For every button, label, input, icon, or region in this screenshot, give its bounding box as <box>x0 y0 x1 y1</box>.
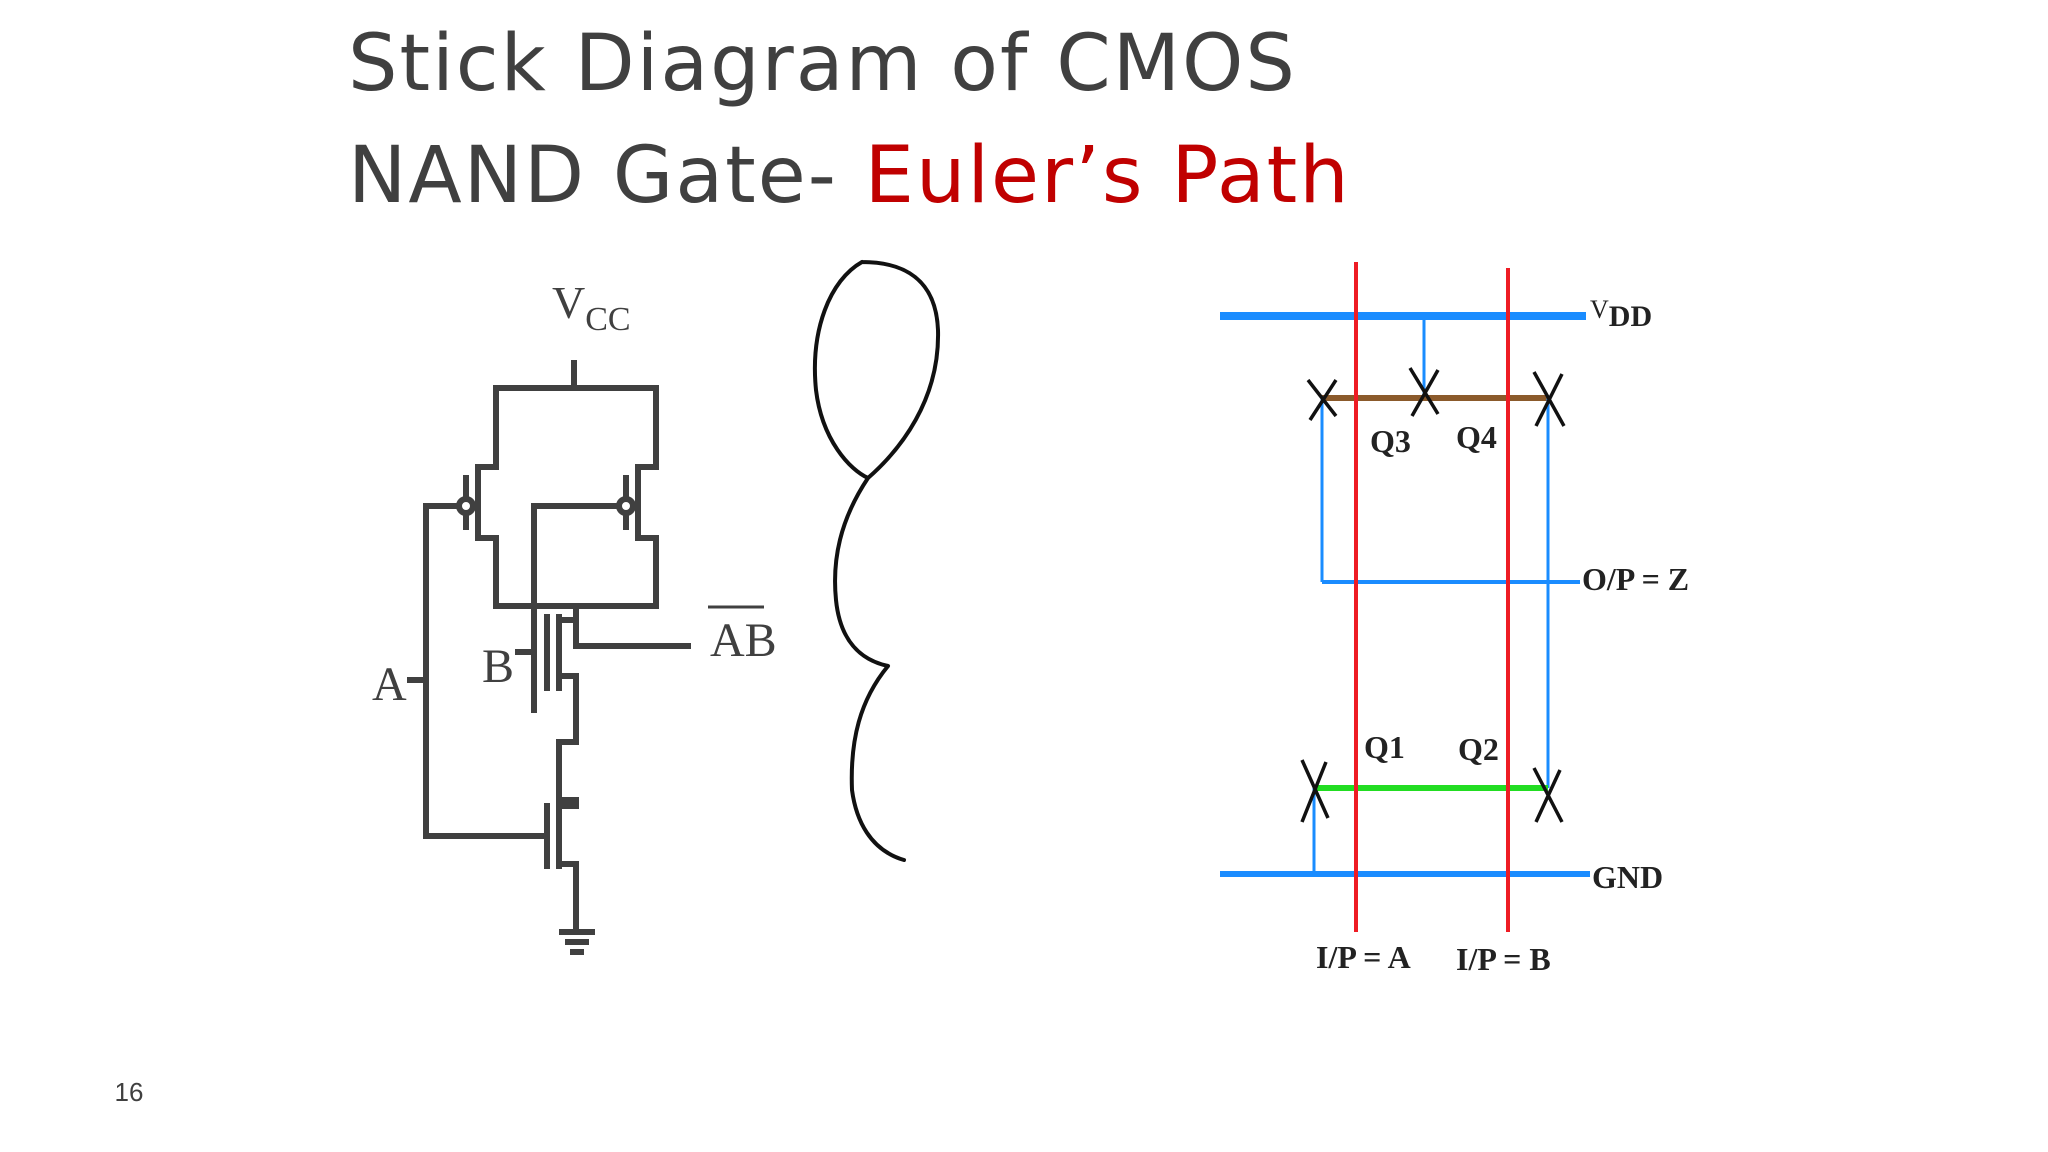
stick-diagram <box>1220 262 1590 932</box>
title-line-2-prefix: NAND Gate- <box>348 131 865 221</box>
slide-title: Stick Diagram of CMOS NAND Gate- Euler’s… <box>348 8 1848 232</box>
contact-crosses <box>1300 367 1566 823</box>
contact-p-left <box>1306 378 1338 421</box>
output-label: AB <box>710 614 777 667</box>
q3-label: Q3 <box>1370 423 1411 459</box>
stick-labels: VDD O/P = Z GND I/P = A I/P = B Q3 Q4 Q1… <box>1316 295 1689 977</box>
contact-n-right <box>1532 767 1564 823</box>
pmos-b-bubble <box>616 496 636 516</box>
q4-label: Q4 <box>1456 419 1497 455</box>
q2-label: Q2 <box>1458 731 1499 767</box>
gnd-label: GND <box>1592 859 1663 895</box>
title-line-1: Stick Diagram of CMOS <box>348 19 1297 109</box>
pmos-a-bubble <box>456 496 476 516</box>
vdd-label: VDD <box>1590 295 1652 333</box>
q1-label: Q1 <box>1364 729 1405 765</box>
input-b-stick-label: I/P = B <box>1456 941 1551 977</box>
input-a-stick-label: I/P = A <box>1316 939 1411 975</box>
euler-path-sketch <box>813 260 941 862</box>
title-line-2-accent: Euler’s Path <box>864 131 1351 221</box>
contact-p-right <box>1532 371 1566 427</box>
vcc-label: VCC <box>552 277 631 338</box>
input-a-label: A <box>372 658 407 711</box>
output-z-label: O/P = Z <box>1582 561 1689 597</box>
contact-n-left <box>1300 759 1330 823</box>
contact-p-mid <box>1408 367 1440 417</box>
input-b-label: B <box>482 640 514 693</box>
slide-number: 16 <box>114 1077 144 1107</box>
nand-schematic <box>407 360 691 955</box>
